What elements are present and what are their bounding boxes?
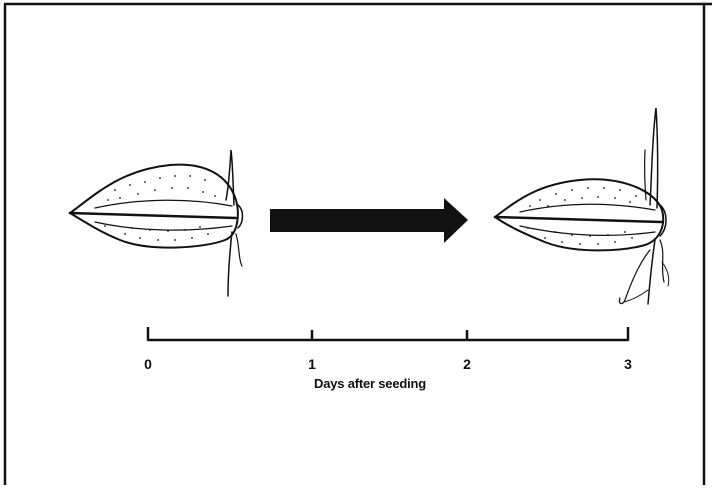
axis-title: Days after seeding (314, 376, 426, 391)
tick-label-2: 2 (463, 356, 471, 372)
tick-label-1: 1 (308, 356, 316, 372)
frame-border (4, 4, 712, 485)
days-axis (148, 327, 628, 341)
progress-arrow (270, 198, 468, 243)
tick-label-3: 3 (624, 356, 632, 372)
seed-day-3-illustration (495, 108, 669, 304)
seed-day-0-texture (104, 175, 216, 241)
seed-day-0-illustration (70, 150, 243, 296)
tick-label-0: 0 (144, 356, 152, 372)
seed-day-3-texture (527, 187, 637, 245)
